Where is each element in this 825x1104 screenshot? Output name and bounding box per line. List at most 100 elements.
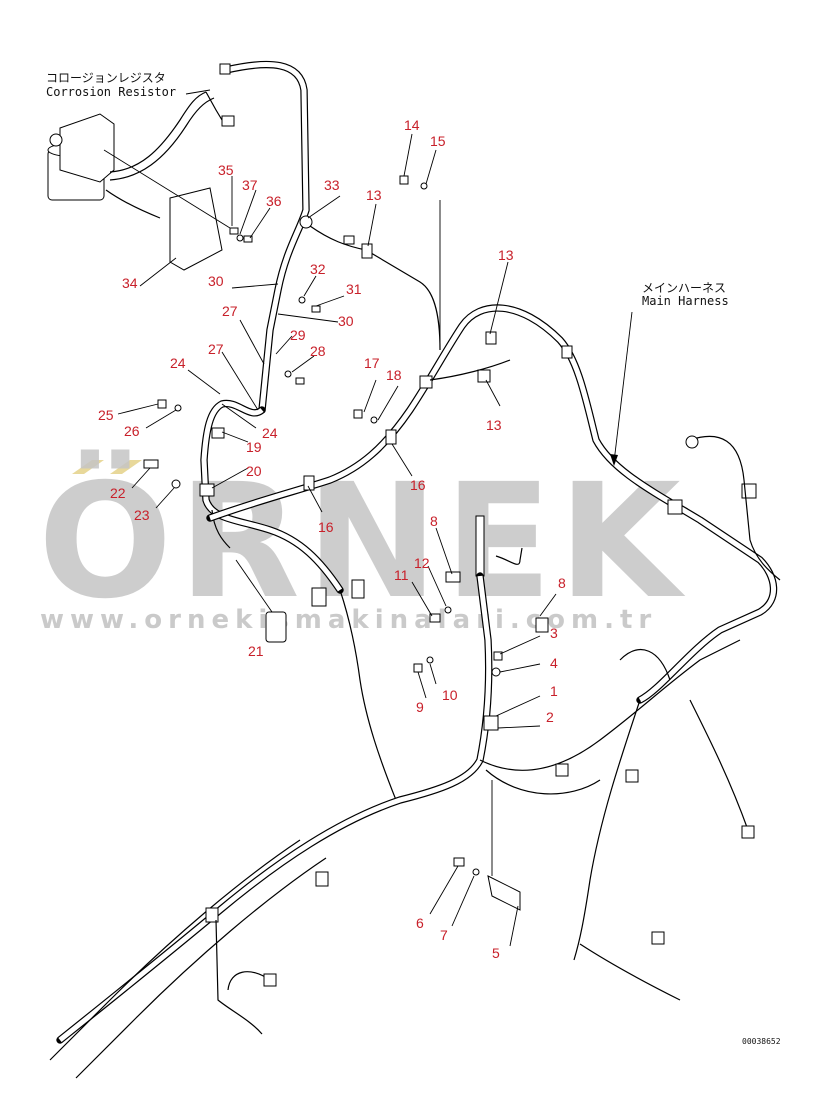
connector-8b [535, 617, 549, 633]
washer-28 [284, 370, 292, 378]
main-harness-label-en: Main Harness [642, 294, 729, 308]
callout-20: 20 [246, 463, 262, 479]
upper-harness [219, 60, 441, 414]
leader-29 [275, 335, 293, 355]
leader-30a [231, 283, 279, 289]
bolt-14 [399, 175, 409, 185]
leader-24a [187, 369, 221, 395]
leader-27a [239, 319, 265, 365]
callout-5: 5 [492, 945, 500, 961]
callout-12: 12 [414, 555, 430, 571]
drop-right [573, 699, 641, 961]
lower-left-cable-b [75, 857, 327, 1079]
main-harness-label-jp: メインハーネス [642, 281, 726, 295]
bolt-11 [429, 613, 441, 623]
clamp-13a [361, 243, 373, 259]
leader-lines [117, 89, 633, 947]
leader-23 [155, 487, 175, 509]
bolt-31 [311, 305, 321, 313]
callout-9: 9 [416, 699, 424, 715]
callout-7: 7 [440, 927, 448, 943]
right-branch [689, 435, 781, 581]
callout-27b: 27 [208, 341, 224, 357]
resistor-head [59, 113, 115, 183]
corrosion-resistor-assembly [47, 91, 235, 271]
callout-34: 34 [122, 275, 138, 291]
hose-end [221, 115, 235, 127]
resistor-bracket [169, 187, 223, 271]
right-branch-end [685, 435, 699, 449]
washer-26 [174, 404, 182, 412]
leader-27b [221, 351, 259, 411]
bolt-3 [493, 651, 503, 661]
washer-23 [171, 479, 181, 489]
callout-16a: 16 [318, 519, 334, 535]
callout-35: 35 [218, 162, 234, 178]
washer-37 [236, 234, 244, 242]
resistor-hose-d [105, 189, 161, 219]
washer-7 [472, 868, 480, 876]
trunk-outline [56, 572, 493, 1044]
leader-12 [427, 565, 447, 607]
callout-32: 32 [310, 261, 326, 277]
leader-21 [235, 559, 273, 613]
clamp-upper-right [561, 345, 573, 359]
clamp-right [667, 499, 683, 515]
callout-11: 11 [394, 567, 409, 583]
washer-12 [444, 606, 452, 614]
mid-harness [206, 200, 781, 704]
watermark-brand: ÖRNEK [38, 448, 687, 634]
bolt-9 [413, 663, 423, 673]
callout-4: 4 [550, 655, 558, 671]
callout-37: 37 [242, 177, 258, 193]
callout-6: 6 [416, 915, 424, 931]
callout-17: 17 [364, 355, 380, 371]
trunk-post [475, 515, 485, 577]
callout-33: 33 [324, 177, 340, 193]
callout-15: 15 [430, 133, 446, 149]
drop-harness [339, 589, 397, 801]
upper-harness-inner [225, 62, 309, 411]
leader-corrosion-resistor [185, 89, 211, 95]
callout-25: 25 [98, 407, 114, 423]
clamp-1-2 [483, 715, 499, 731]
leader-5 [509, 905, 519, 947]
leader-13a [367, 203, 377, 247]
lower-left-harness [49, 780, 521, 1079]
leader-13c [485, 379, 501, 407]
callout-36: 36 [266, 193, 282, 209]
right-loop [619, 649, 671, 681]
clamp-16b [385, 429, 397, 445]
callout-31: 31 [346, 281, 362, 297]
callout-numbers: 35 37 36 33 13 14 15 13 34 30 32 31 30 2… [98, 117, 566, 961]
callout-2: 2 [546, 709, 554, 725]
connector-left [311, 587, 327, 607]
lower-left-cable-a [49, 839, 301, 1061]
leader-19 [221, 431, 249, 443]
callout-30a: 30 [208, 273, 224, 289]
left-harness-inner [201, 401, 343, 592]
trunk-branch-8 [495, 547, 523, 565]
clamp-lower-left [315, 871, 329, 887]
leader-main-harness [613, 311, 633, 463]
leader-2 [497, 725, 541, 729]
lower-right-cable-b [485, 769, 601, 795]
leader-22 [131, 467, 151, 489]
clamp-lower-left-b [205, 907, 219, 923]
callout-29: 29 [290, 327, 306, 343]
resistor-hose-b [109, 97, 215, 181]
drop-right-end [579, 943, 681, 1001]
leader-3 [499, 635, 541, 655]
callout-18: 18 [386, 367, 402, 383]
leader-34 [139, 257, 177, 287]
leader-26 [145, 409, 177, 429]
bolt-28 [295, 377, 305, 385]
resistor-hose-a [109, 91, 207, 173]
bracket-5 [487, 875, 521, 911]
main-harness-arrow [610, 454, 618, 466]
callout-8a: 8 [430, 513, 438, 529]
leader-9 [417, 671, 427, 699]
bolt-6 [453, 857, 465, 867]
drop-right-connector [651, 931, 665, 945]
